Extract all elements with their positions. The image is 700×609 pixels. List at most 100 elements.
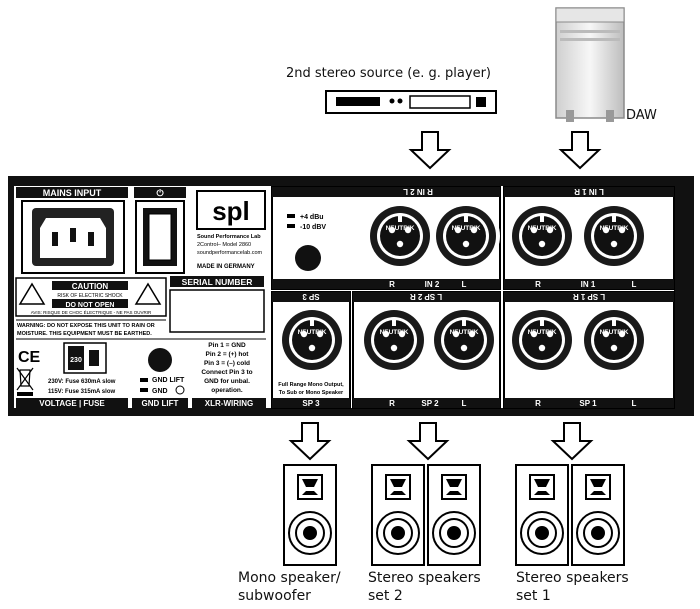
sp2-l-xlr-jack: NEUTRIK [430, 306, 498, 374]
svg-text:VOLTAGE | FUSE: VOLTAGE | FUSE [39, 399, 105, 408]
svg-text:Pin 1 = GND: Pin 1 = GND [208, 342, 246, 349]
svg-text:DO NOT OPEN: DO NOT OPEN [65, 302, 114, 309]
svg-text:R: R [535, 280, 541, 289]
daw-computer-icon [555, 7, 625, 122]
serial-number-field: SERIAL NUMBER [169, 276, 265, 333]
svg-text:GND LIFT: GND LIFT [152, 377, 185, 384]
set1-caption-line-2: set 1 [516, 588, 551, 604]
svg-text:AVIS: RISQUE DE CHOC ÉLECTRIQU: AVIS: RISQUE DE CHOC ÉLECTRIQUE - NE PAS… [31, 309, 152, 315]
arrow-sp1-to-set1 [552, 422, 592, 460]
shock-warning-icon [18, 282, 46, 305]
svg-text:NEUTRIK: NEUTRIK [450, 329, 479, 336]
xlr-wiring-section: Pin 1 = GND Pin 2 = (+) hot Pin 3 = (–) … [192, 342, 266, 408]
svg-text:Pin 3 = (–) cold: Pin 3 = (–) cold [204, 360, 250, 367]
svg-text:230V: Fuse 630mA slow: 230V: Fuse 630mA slow [48, 379, 116, 385]
set2-caption-line-2: set 2 [368, 588, 403, 604]
set1-caption-line-1: Stereo speakers [516, 570, 629, 586]
voltage-fuse-section: CE 230 230V: Fuse 630mA slow 115V: Fuse … [16, 342, 128, 408]
svg-text:SERIAL NUMBER: SERIAL NUMBER [182, 277, 253, 287]
svg-text:WARNING: DO NOT EXPOSE THIS UN: WARNING: DO NOT EXPOSE THIS UNIT TO RAIN… [17, 323, 155, 329]
svg-text:MOISTURE. THIS EQUIPMENT MUST: MOISTURE. THIS EQUIPMENT MUST BE EARTHED… [17, 331, 152, 337]
arrow-sp3-to-mono [290, 422, 330, 460]
svg-text:R: R [389, 399, 395, 408]
svg-text:IN 1: IN 1 [581, 280, 596, 289]
input-section: R IN 2 L R IN 2 L +4 dBu -10 dBV NEUTRIK… [271, 186, 675, 290]
in1-l-xlr-jack: NEUTRIK [580, 202, 648, 270]
svg-text:CAUTION: CAUTION [72, 282, 109, 291]
set1-left-speaker-icon [515, 464, 569, 566]
in2-r-xlr-jack: NEUTRIK [366, 202, 434, 270]
level-switch: +4 dBu -10 dBV [287, 214, 326, 271]
svg-text:115V: Fuse 315mA slow: 115V: Fuse 315mA slow [48, 389, 115, 395]
svg-text:L SP 1 R: L SP 1 R [573, 292, 605, 301]
svg-text:230: 230 [70, 357, 82, 364]
svg-text:XLR-WIRING: XLR-WIRING [205, 399, 253, 408]
svg-text:GND: GND [152, 388, 168, 395]
cd-player-icon [325, 90, 497, 114]
arrow-daw-to-in1 [560, 131, 600, 169]
daw-label: DAW [626, 108, 657, 123]
output-section: SP 3 NEUTRIK Full Range Mono Output, To … [271, 291, 675, 409]
gnd-lift-section: GND LIFT GND GND LIFT [132, 348, 188, 408]
caution-label: CAUTION RISK OF ELECTRIC SHOCK DO NOT OP… [15, 277, 167, 317]
set2-right-speaker-icon [427, 464, 481, 566]
svg-text:SP 3: SP 3 [302, 292, 320, 301]
svg-text:GND for unbal.: GND for unbal. [204, 378, 250, 385]
svg-text:To Sub or Mono Speaker: To Sub or Mono Speaker [279, 390, 344, 396]
set2-speaker-caption: Stereo speakers set 2 [368, 569, 481, 605]
weee-bin-icon [16, 367, 34, 396]
svg-text:NEUTRIK: NEUTRIK [380, 329, 409, 336]
player-source-label: 2nd stereo source (e. g. player) [286, 66, 491, 81]
power-switch: ⏻ [134, 187, 186, 274]
svg-text:NEUTRIK: NEUTRIK [386, 225, 415, 232]
svg-text:2Control– Model 2860: 2Control– Model 2860 [197, 242, 251, 248]
svg-text:soundperformancelab.com: soundperformancelab.com [197, 250, 263, 256]
mono-speaker-icon [283, 464, 337, 566]
spl-logo: spl [196, 190, 266, 230]
svg-text:NEUTRIK: NEUTRIK [600, 225, 629, 232]
svg-text:NEUTRIK: NEUTRIK [528, 329, 557, 336]
svg-text:operation.: operation. [211, 387, 243, 394]
svg-text:L: L [462, 399, 467, 408]
svg-text:NEUTRIK: NEUTRIK [452, 225, 481, 232]
svg-text:R IN 2 L: R IN 2 L [403, 187, 433, 196]
arrow-sp2-to-set2 [408, 422, 448, 460]
svg-text:NEUTRIK: NEUTRIK [298, 329, 327, 336]
in1-r-xlr-jack: NEUTRIK [508, 202, 576, 270]
set2-left-speaker-icon [371, 464, 425, 566]
set1-speaker-caption: Stereo speakers set 1 [516, 569, 629, 605]
svg-text:NEUTRIK: NEUTRIK [528, 225, 557, 232]
svg-text:RISK OF ELECTRIC SHOCK: RISK OF ELECTRIC SHOCK [57, 293, 123, 299]
svg-text:L SP 2 R: L SP 2 R [410, 292, 442, 301]
mono-speaker-caption: Mono speaker/ subwoofer [238, 569, 341, 605]
svg-text:spl: spl [212, 196, 250, 226]
set1-right-speaker-icon [571, 464, 625, 566]
in2-l-xlr-jack: NEUTRIK [432, 202, 500, 270]
svg-text:L: L [632, 399, 637, 408]
mains-input: MAINS INPUT [16, 187, 128, 274]
manufacturer-info: Sound Performance Lab 2Control– Model 28… [197, 234, 263, 270]
sp1-r-xlr-jack: NEUTRIK [508, 306, 576, 374]
svg-text:⏻: ⏻ [156, 188, 164, 198]
svg-text:CE: CE [18, 349, 41, 366]
sp2-r-xlr-jack: NEUTRIK [360, 306, 428, 374]
warning-label: WARNING: DO NOT EXPOSE THIS UNIT TO RAIN… [16, 319, 266, 340]
svg-text:L IN 1 R: L IN 1 R [574, 187, 604, 196]
svg-text:R: R [535, 399, 541, 408]
svg-text:SP 3: SP 3 [302, 399, 320, 408]
svg-text:L: L [462, 280, 467, 289]
svg-text:GND LIFT: GND LIFT [142, 399, 179, 408]
svg-text:-10 dBV: -10 dBV [300, 224, 326, 231]
arrow-player-to-in2 [410, 131, 450, 169]
mono-caption-line-2: subwoofer [238, 588, 311, 604]
svg-text:Connect Pin 3 to: Connect Pin 3 to [201, 369, 252, 376]
svg-text:IN 2: IN 2 [425, 280, 440, 289]
svg-text:MAINS INPUT: MAINS INPUT [43, 188, 102, 198]
mono-caption-line-1: Mono speaker/ [238, 570, 341, 586]
svg-text:+4 dBu: +4 dBu [300, 214, 324, 221]
svg-text:L: L [632, 280, 637, 289]
svg-text:SP 1: SP 1 [579, 399, 597, 408]
sp3-xlr-jack: NEUTRIK [278, 306, 346, 374]
svg-text:Full Range Mono Output,: Full Range Mono Output, [278, 382, 344, 388]
